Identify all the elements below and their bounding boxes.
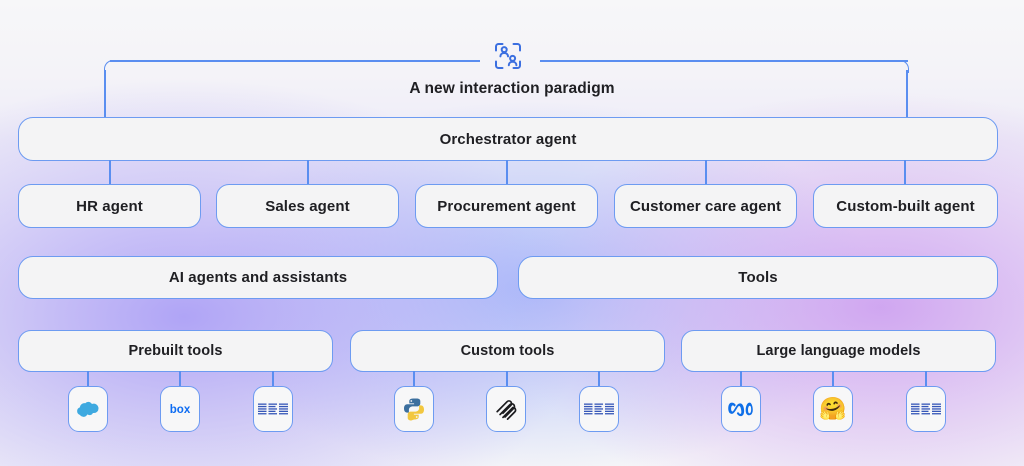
agent-label: Procurement agent (437, 197, 576, 215)
page-title: A new interaction paradigm (409, 80, 615, 97)
tile-connector-llm-3 (925, 371, 927, 387)
salesforce-cloud-icon (75, 399, 101, 419)
group-label: Custom tools (460, 343, 555, 359)
agent-connector-1 (109, 160, 111, 185)
python-logo-icon (402, 397, 426, 421)
group-label: Large language models (756, 343, 921, 359)
ibm-logo-icon (911, 403, 941, 416)
layer-label: AI agents and assistants (168, 269, 348, 286)
agent-label: Customer care agent (629, 197, 782, 215)
python-logo-icon-tile[interactable] (394, 386, 434, 432)
agent-connector-2 (307, 160, 309, 185)
tile-connector-prebuilt-3 (272, 371, 274, 387)
ibm-logo-icon-tile[interactable] (579, 386, 619, 432)
bracket-corner-right (896, 60, 909, 73)
agent-label: HR agent (76, 197, 143, 215)
agent-box-sales[interactable]: Sales agent (216, 184, 399, 228)
tile-connector-llm-1 (740, 371, 742, 387)
agent-connector-3 (506, 160, 508, 185)
hugging-face-icon: 🤗 (819, 396, 847, 421)
mcp-logo-icon-tile[interactable] (486, 386, 526, 432)
agent-label: Custom-built agent (836, 197, 975, 215)
group-label: Prebuilt tools (128, 343, 223, 359)
salesforce-cloud-icon-tile[interactable] (68, 386, 108, 432)
agent-connector-4 (705, 160, 707, 185)
ibm-logo-icon (584, 403, 614, 416)
meta-logo-icon-tile[interactable] (721, 386, 761, 432)
tile-connector-llm-2 (832, 371, 834, 387)
group-box-large-language-models[interactable]: Large language models (681, 330, 996, 372)
bracket-corner-left (104, 60, 117, 73)
layer-box-tools[interactable]: Tools (518, 256, 998, 299)
tile-connector-prebuilt-2 (179, 371, 181, 387)
hero-connector-left (110, 60, 480, 62)
mcp-logo-icon (494, 397, 518, 421)
ibm-logo-icon-tile[interactable] (906, 386, 946, 432)
box-logo-icon-tile[interactable]: box (160, 386, 200, 432)
ibm-logo-icon (258, 403, 288, 416)
tile-connector-custom-3 (598, 371, 600, 387)
box-logo-icon: box (163, 401, 197, 417)
tile-connector-prebuilt-1 (87, 371, 89, 387)
svg-text:box: box (170, 404, 191, 416)
agent-label: Sales agent (265, 197, 350, 215)
tile-connector-custom-1 (413, 371, 415, 387)
orchestrator-agent-box[interactable]: Orchestrator agent (18, 117, 998, 161)
agent-connector-5 (904, 160, 906, 185)
meta-logo-icon (727, 400, 755, 418)
agent-box-custom-built[interactable]: Custom-built agent (813, 184, 998, 228)
orchestrator-agent-label: Orchestrator agent (439, 130, 577, 148)
group-box-custom-tools[interactable]: Custom tools (350, 330, 665, 372)
layer-box-ai-agents[interactable]: AI agents and assistants (18, 256, 498, 299)
agent-box-customer-care[interactable]: Customer care agent (614, 184, 797, 228)
tile-connector-custom-2 (506, 371, 508, 387)
layer-label: Tools (738, 269, 778, 286)
ibm-logo-icon-tile[interactable] (253, 386, 293, 432)
group-box-prebuilt-tools[interactable]: Prebuilt tools (18, 330, 333, 372)
bracket-stem-right (906, 70, 908, 118)
hero-connector-right (540, 60, 908, 62)
bracket-stem-left (104, 70, 106, 118)
users-frame-icon (492, 40, 524, 72)
agent-box-hr[interactable]: HR agent (18, 184, 201, 228)
hugging-face-icon-tile[interactable]: 🤗 (813, 386, 853, 432)
agent-box-procurement[interactable]: Procurement agent (415, 184, 598, 228)
